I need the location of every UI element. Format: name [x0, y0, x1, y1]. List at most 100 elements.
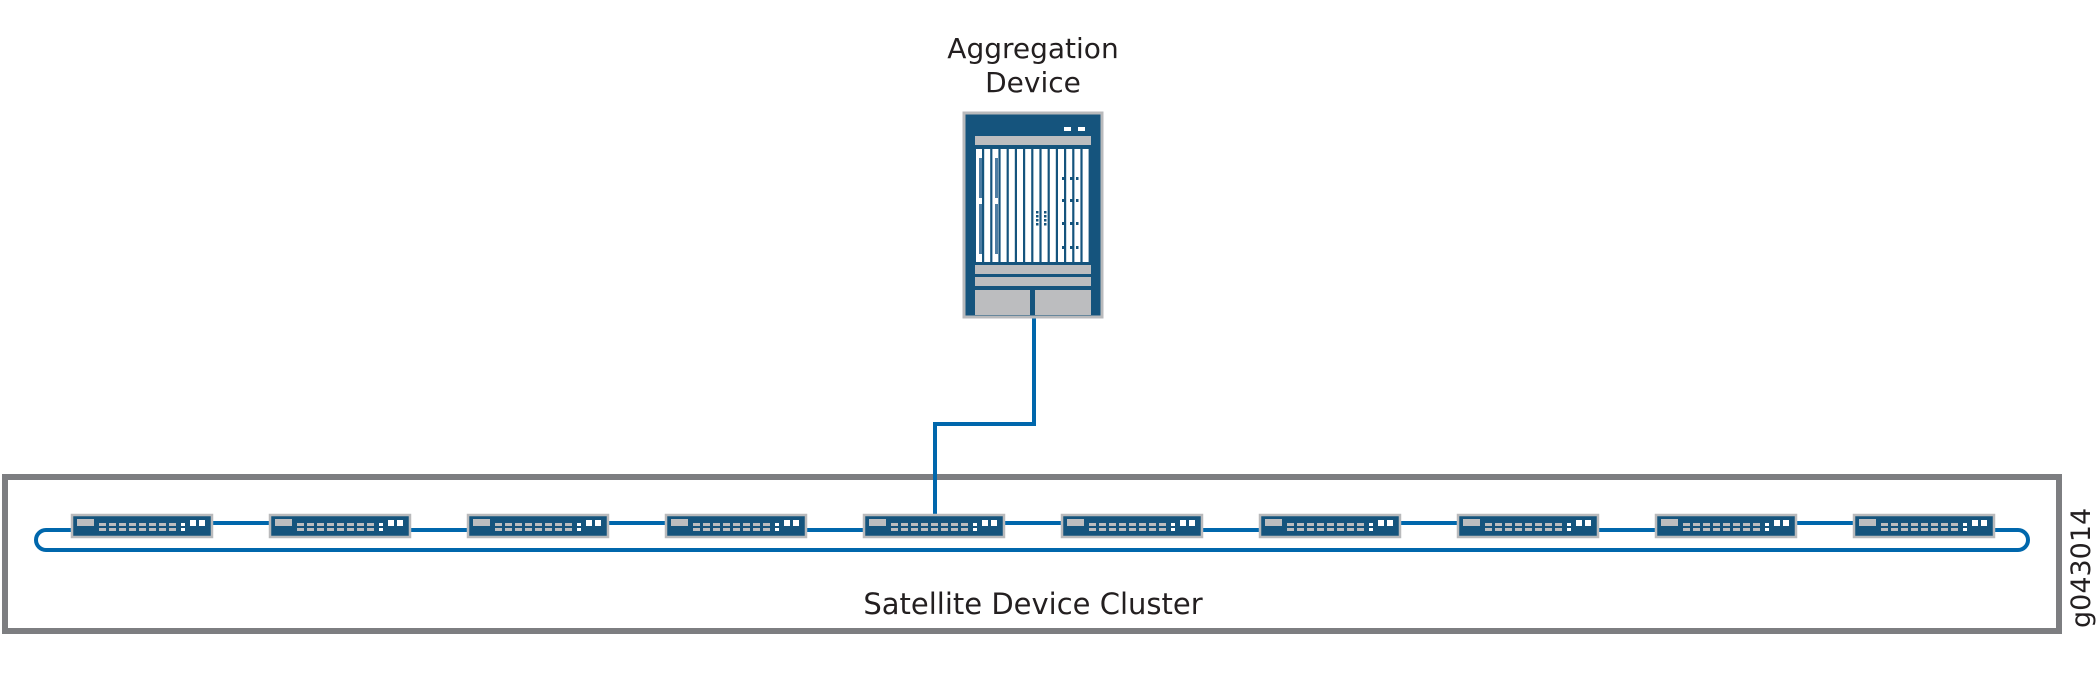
switch-port: [1347, 523, 1354, 526]
figure-id: g043014: [2066, 507, 2097, 628]
switch-port: [535, 528, 542, 531]
card-led: [1036, 219, 1039, 222]
switch-port: [139, 528, 146, 531]
switch-sfp-port: [190, 520, 196, 526]
switch-port: [129, 528, 136, 531]
switch-port: [1693, 528, 1700, 531]
switch-port: [941, 523, 948, 526]
satellite-switches: [70, 513, 1996, 539]
switch-port: [901, 523, 908, 526]
switch-port: [1357, 523, 1364, 526]
switch-port: [1545, 528, 1552, 531]
switch-port: [1535, 528, 1542, 531]
satellite-switch[interactable]: [664, 513, 808, 539]
aggregation-device-label-line1: Aggregation: [947, 32, 1119, 65]
switch-port: [973, 528, 977, 531]
switch-sfp-port: [1783, 520, 1789, 526]
satellite-cluster-box: [2, 474, 2062, 634]
switch-port: [753, 528, 760, 531]
switch-port: [327, 523, 334, 526]
switch-port: [1149, 523, 1156, 526]
switch-port: [1941, 528, 1948, 531]
switch-port: [1941, 523, 1948, 526]
switch-port: [347, 528, 354, 531]
switch-port: [1921, 528, 1928, 531]
card-led: [1044, 211, 1047, 214]
switch-port: [181, 528, 185, 531]
chassis-power-supply: [975, 290, 1030, 315]
switch-port: [99, 528, 106, 531]
switch-mgmt-port: [473, 519, 490, 526]
switch-port: [555, 528, 562, 531]
switch-port: [515, 528, 522, 531]
switch-port: [743, 523, 750, 526]
card-led: [1070, 199, 1073, 202]
satellite-switch[interactable]: [1060, 513, 1204, 539]
card-led: [1062, 246, 1065, 249]
satellite-switch[interactable]: [268, 513, 412, 539]
switch-port: [1297, 528, 1304, 531]
switch-mgmt-port: [1265, 519, 1282, 526]
switch-port: [1287, 528, 1294, 531]
switch-port: [317, 528, 324, 531]
switch-port: [159, 523, 166, 526]
switch-port: [763, 528, 770, 531]
satellite-switch[interactable]: [1456, 513, 1600, 539]
switch-port: [921, 523, 928, 526]
switch-port: [327, 528, 334, 531]
switch-port: [1109, 523, 1116, 526]
switch-port: [307, 523, 314, 526]
satellite-switch[interactable]: [70, 513, 214, 539]
satellite-switch[interactable]: [466, 513, 610, 539]
satellite-switch[interactable]: [1258, 513, 1402, 539]
switch-sfp-port: [1180, 520, 1186, 526]
card-led: [1070, 177, 1073, 180]
satellite-switch[interactable]: [862, 513, 1006, 539]
switch-sfp-port: [991, 520, 997, 526]
switch-port: [693, 523, 700, 526]
switch-port: [1089, 523, 1096, 526]
switch-port: [1139, 523, 1146, 526]
switch-port: [297, 523, 304, 526]
switch-port: [525, 528, 532, 531]
switch-port: [1753, 528, 1760, 531]
switch-port: [317, 523, 324, 526]
card-led: [1076, 199, 1079, 202]
switch-port: [1951, 528, 1958, 531]
card-led: [1044, 219, 1047, 222]
card-led: [1036, 211, 1039, 214]
switch-port: [555, 523, 562, 526]
switch-port: [367, 528, 374, 531]
satellite-switch[interactable]: [1654, 513, 1798, 539]
switch-port: [1753, 523, 1760, 526]
switch-port: [1911, 528, 1918, 531]
switch-mgmt-port: [1661, 519, 1678, 526]
switch-port: [495, 528, 502, 531]
switch-port: [1119, 523, 1126, 526]
switch-port: [1881, 528, 1888, 531]
switch-port: [535, 523, 542, 526]
switch-links: [212, 521, 1854, 532]
switch-mgmt-port: [1463, 519, 1480, 526]
switch-port: [1317, 523, 1324, 526]
switch-sfp-port: [1387, 520, 1393, 526]
switch-port: [775, 528, 779, 531]
switch-port: [1743, 523, 1750, 526]
line-card: [1008, 149, 1015, 262]
switch-sfp-port: [793, 520, 799, 526]
switch-port: [379, 528, 383, 531]
switch-port: [733, 528, 740, 531]
switch-sfp-port: [1774, 520, 1780, 526]
switch-port: [931, 528, 938, 531]
switch-port: [1931, 528, 1938, 531]
switch-sfp-port: [982, 520, 988, 526]
card-led: [1036, 215, 1039, 218]
satellite-switch[interactable]: [1852, 513, 1996, 539]
switch-port: [1357, 528, 1364, 531]
switch-sfp-port: [595, 520, 601, 526]
switch-port: [1733, 528, 1740, 531]
switch-port: [1347, 528, 1354, 531]
aggregation-device[interactable]: [962, 111, 1104, 319]
line-card: [1000, 149, 1007, 262]
switch-port: [973, 523, 977, 526]
